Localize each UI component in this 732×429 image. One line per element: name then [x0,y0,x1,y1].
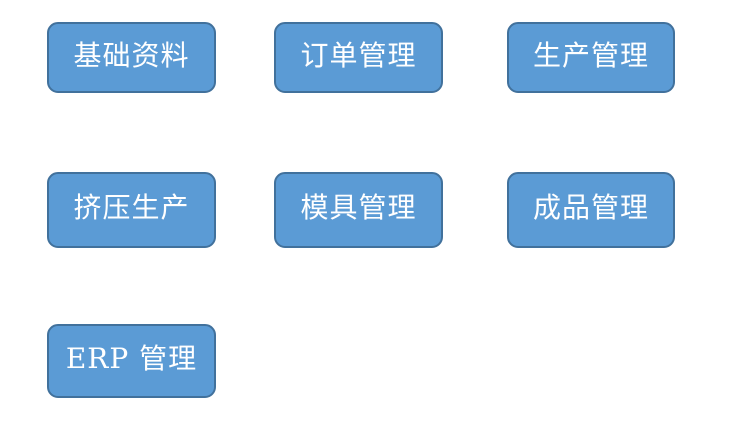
menu-button-extrusion-production[interactable]: 挤压生产 [47,172,216,248]
menu-button-finished-goods-management[interactable]: 成品管理 [507,172,675,248]
menu-button-label: 基础资料 [73,38,190,72]
menu-button-mold-management[interactable]: 模具管理 [274,172,443,248]
menu-button-label: 订单管理 [300,38,417,72]
menu-button-production-management[interactable]: 生产管理 [507,22,675,93]
menu-button-label: 挤压生产 [73,191,190,224]
menu-button-label: 模具管理 [300,191,417,224]
menu-button-basic-data[interactable]: 基础资料 [47,22,216,93]
menu-button-label: ERP 管理 [65,342,198,375]
menu-button-label: 生产管理 [532,38,649,72]
menu-button-label: 成品管理 [532,191,649,224]
menu-button-order-management[interactable]: 订单管理 [274,22,443,93]
menu-button-erp-management[interactable]: ERP 管理 [47,324,216,398]
